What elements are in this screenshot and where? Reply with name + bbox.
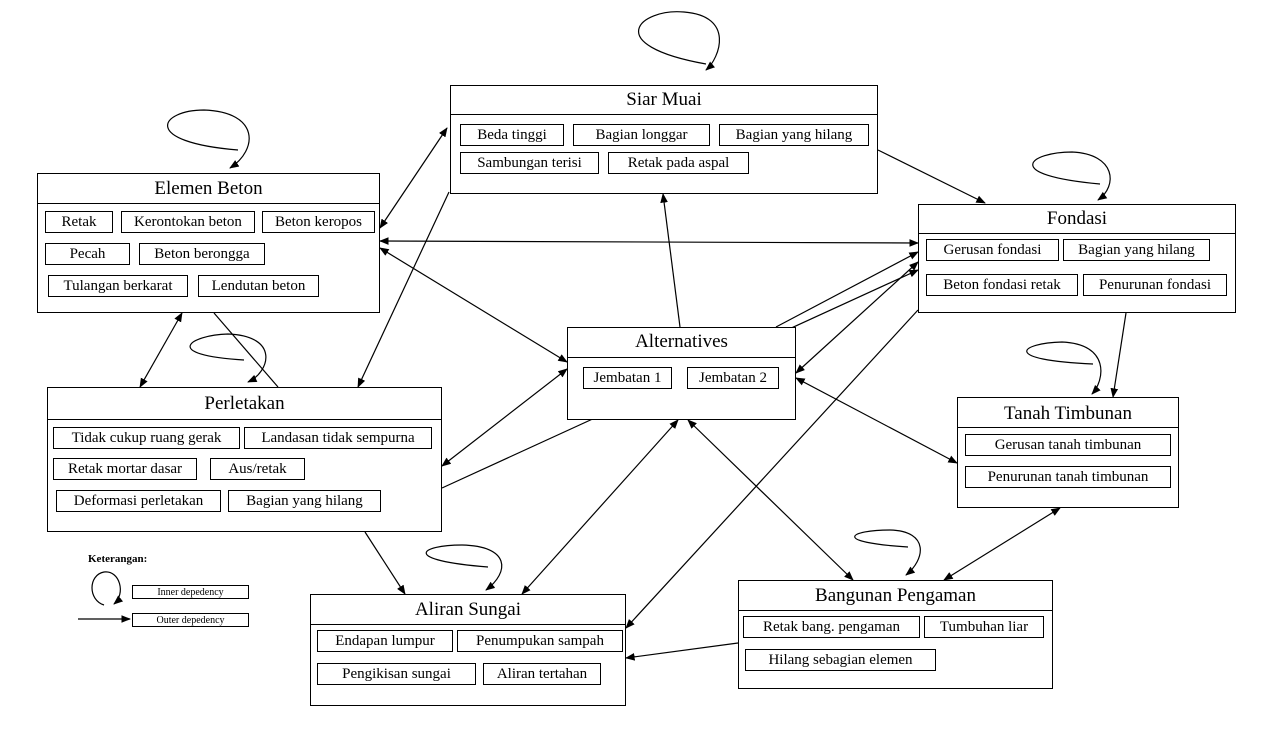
- item: Sambungan terisi: [460, 152, 599, 174]
- node-tanah-timbunan: Tanah Timbunan Gerusan tanah timbunan Pe…: [957, 397, 1179, 508]
- divider: [311, 624, 625, 625]
- edge-alt-tanah: [795, 377, 958, 464]
- legend-title: Keterangan:: [88, 553, 148, 565]
- item: Retak pada aspal: [608, 152, 749, 174]
- edge-elemen-perletakan-line: [213, 312, 279, 388]
- item: Beda tinggi: [460, 124, 564, 146]
- item: Beton keropos: [262, 211, 375, 233]
- item: Jembatan 2: [687, 367, 779, 389]
- item: Landasan tidak sempurna: [244, 427, 432, 449]
- edge-siar-elemen: [379, 127, 448, 229]
- item: Tulangan berkarat: [48, 275, 188, 297]
- item: Retak: [45, 211, 113, 233]
- inner-loop-perletakan: [189, 333, 267, 383]
- node-bangunan-pengaman: Bangunan Pengaman Retak bang. pengaman T…: [738, 580, 1053, 689]
- node-title: Siar Muai: [626, 89, 702, 110]
- divider: [38, 203, 379, 204]
- item: Gerusan tanah timbunan: [965, 434, 1171, 456]
- item: Pecah: [45, 243, 130, 265]
- item: Hilang sebagian elemen: [745, 649, 936, 671]
- item: Bagian yang hilang: [1063, 239, 1210, 261]
- item: Bagian longgar: [573, 124, 710, 146]
- item: Retak mortar dasar: [53, 458, 197, 480]
- divider: [919, 233, 1235, 234]
- inner-loop-fondasi: [1032, 151, 1111, 201]
- legend-inner-loop-icon: [91, 571, 124, 606]
- item: Lendutan beton: [198, 275, 319, 297]
- item: Jembatan 1: [583, 367, 672, 389]
- node-title: Elemen Beton: [154, 178, 263, 199]
- item: Deformasi perletakan: [56, 490, 221, 512]
- inner-loop-aliran-sungai: [425, 544, 503, 591]
- item: Beton berongga: [139, 243, 265, 265]
- item: Penurunan tanah timbunan: [965, 466, 1171, 488]
- edge-alt-aliran: [521, 419, 679, 595]
- divider: [451, 114, 877, 115]
- item: Retak bang. pengaman: [743, 616, 920, 638]
- node-title: Aliran Sungai: [414, 599, 522, 620]
- inner-loop-siar-muai: [637, 11, 721, 71]
- edge-alt-bangunan: [687, 419, 854, 581]
- item: Endapan lumpur: [317, 630, 453, 652]
- edge-tanah-bangunan: [943, 507, 1061, 581]
- edge-siar-fondasi: [877, 149, 986, 204]
- item: Beton fondasi retak: [926, 274, 1078, 296]
- divider: [739, 610, 1052, 611]
- edge-alt-fondasi: [775, 251, 919, 328]
- edge-elemen-perletakan: [139, 312, 183, 388]
- node-alternatives: Alternatives Jembatan 1 Jembatan 2: [567, 327, 796, 420]
- node-fondasi: Fondasi Gerusan fondasi Bagian yang hila…: [918, 204, 1236, 313]
- item: Penurunan fondasi: [1083, 274, 1227, 296]
- node-title: Fondasi: [1046, 208, 1108, 229]
- divider: [48, 419, 441, 420]
- inner-loop-elemen-beton: [167, 109, 250, 169]
- node-aliran-sungai: Aliran Sungai Endapan lumpur Penumpukan …: [310, 594, 626, 706]
- divider: [958, 427, 1178, 428]
- node-title: Alternatives: [635, 331, 728, 352]
- inner-loop-bangunan-pengaman: [854, 529, 921, 576]
- edge-perletakan-aliran: [364, 531, 406, 595]
- legend-inner-label: Inner depedency: [132, 585, 249, 599]
- edge-perletakan-alt: [441, 368, 568, 467]
- item: Aliran tertahan: [483, 663, 601, 685]
- item: Gerusan fondasi: [926, 239, 1059, 261]
- edge-elemen-alt: [379, 247, 568, 363]
- node-siar-muai: Siar Muai Beda tinggi Bagian longgar Bag…: [450, 85, 878, 194]
- item: Penumpukan sampah: [457, 630, 623, 652]
- edge-elemen-fondasi: [379, 237, 919, 247]
- item: Tidak cukup ruang gerak: [53, 427, 240, 449]
- item: Aus/retak: [210, 458, 305, 480]
- inner-loop-tanah-timbunan: [1026, 341, 1102, 395]
- edge-fondasi-tanah: [1110, 312, 1127, 398]
- item: Kerontokan beton: [121, 211, 255, 233]
- edge-alt-siar: [660, 193, 681, 328]
- divider: [568, 357, 795, 358]
- node-perletakan: Perletakan Tidak cukup ruang gerak Landa…: [47, 387, 442, 532]
- item: Bagian yang hilang: [719, 124, 869, 146]
- node-title: Tanah Timbunan: [1004, 403, 1132, 424]
- item: Pengikisan sungai: [317, 663, 476, 685]
- item: Bagian yang hilang: [228, 490, 381, 512]
- node-elemen-beton: Elemen Beton Retak Kerontokan beton Beto…: [37, 173, 380, 313]
- edge-bangunan-aliran: [625, 642, 739, 661]
- node-title: Perletakan: [204, 393, 285, 414]
- legend-outer-label: Outer depedency: [132, 613, 249, 627]
- edge-fondasi-alt: [795, 261, 919, 374]
- node-title: Bangunan Pengaman: [815, 585, 976, 606]
- item: Tumbuhan liar: [924, 616, 1044, 638]
